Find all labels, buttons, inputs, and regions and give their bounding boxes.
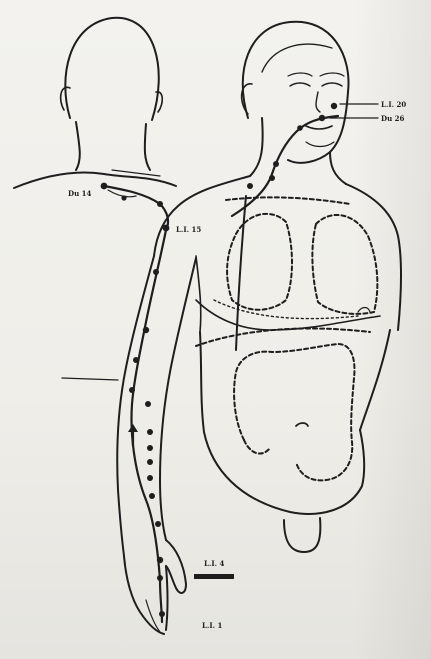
acupoint-back-shoulder [121, 195, 126, 200]
acupoint-face-1 [297, 125, 303, 131]
meridian-path-upper [232, 116, 338, 216]
acupoint-li15 [163, 225, 170, 232]
acupoint-forearm-2 [147, 429, 153, 435]
left-lung [227, 214, 292, 310]
nipple-right [358, 308, 370, 313]
acupoint-arm-1 [153, 269, 159, 275]
arm-outer [117, 256, 164, 634]
left-flank [200, 332, 204, 432]
acupoint-wrist [155, 521, 161, 527]
acupoint-arm-2 [143, 327, 149, 333]
large-intestine [234, 344, 354, 480]
diaphragm [196, 328, 370, 346]
meridian-path-arm [132, 230, 166, 622]
head-outline [243, 22, 349, 163]
acupoint-forearm-3 [147, 445, 153, 451]
back-view-figure [14, 18, 176, 197]
acupoint-li1 [159, 611, 165, 617]
eye-left [290, 83, 310, 86]
hand-fingers [166, 566, 168, 630]
label-li20: L.I. 20 [381, 100, 406, 109]
acupoint-neck-2 [269, 175, 275, 181]
acupoint-forearm-5 [147, 475, 153, 481]
inner-arm-line [196, 256, 201, 332]
navel [296, 423, 308, 426]
eyebrow-left [288, 73, 312, 76]
acupoint-du14 [101, 183, 108, 190]
arm-inner [160, 258, 196, 540]
acupoint-forearm-4 [147, 459, 153, 465]
internal-organs [196, 197, 377, 480]
hip-line [204, 430, 364, 514]
front-torso [154, 118, 401, 552]
acupoint-arm-4 [129, 387, 135, 393]
acupoint-hand-1 [157, 575, 163, 581]
label-du14: Du 14 [68, 189, 91, 198]
label-du26: Du 26 [381, 114, 404, 123]
acupoint-arm-3 [133, 357, 139, 363]
eyebrow-right [320, 73, 344, 76]
front-head [242, 22, 349, 163]
nose [316, 92, 320, 112]
acupoint-shoulder-top [157, 201, 163, 207]
acupoint-forearm-6 [149, 493, 155, 499]
label-li4: L.I. 4 [204, 559, 225, 568]
mouth [306, 126, 332, 129]
right-lung [312, 215, 377, 314]
arm-pointer-line [62, 378, 118, 380]
eye-right [322, 83, 342, 86]
acupoint-li20 [331, 103, 337, 109]
right-shoulder [346, 184, 401, 330]
arrow-up-icon [128, 424, 138, 446]
intestine-loop [244, 440, 270, 454]
left-shoulder [154, 176, 250, 256]
acupoint-neck-1 [273, 161, 279, 167]
acupoint-shoulder-front [247, 183, 253, 189]
genitals [284, 518, 320, 552]
acupoint-du26 [319, 115, 325, 121]
acupoint-forearm-1 [145, 401, 151, 407]
back-neck-right [145, 124, 150, 170]
hairline [262, 44, 332, 72]
label-li15: L.I. 15 [176, 225, 201, 234]
front-arm [117, 256, 196, 634]
back-head-outline [65, 18, 158, 120]
acupoint-li4 [157, 557, 163, 563]
neck-left [250, 118, 263, 176]
scale-bar [194, 574, 234, 579]
chin [306, 142, 334, 147]
back-neck-left [76, 122, 80, 170]
label-li1: L.I. 1 [202, 621, 223, 630]
right-flank [360, 330, 390, 430]
neck-right [330, 152, 346, 184]
hand-thumb [166, 540, 186, 593]
acupoints [101, 103, 338, 617]
